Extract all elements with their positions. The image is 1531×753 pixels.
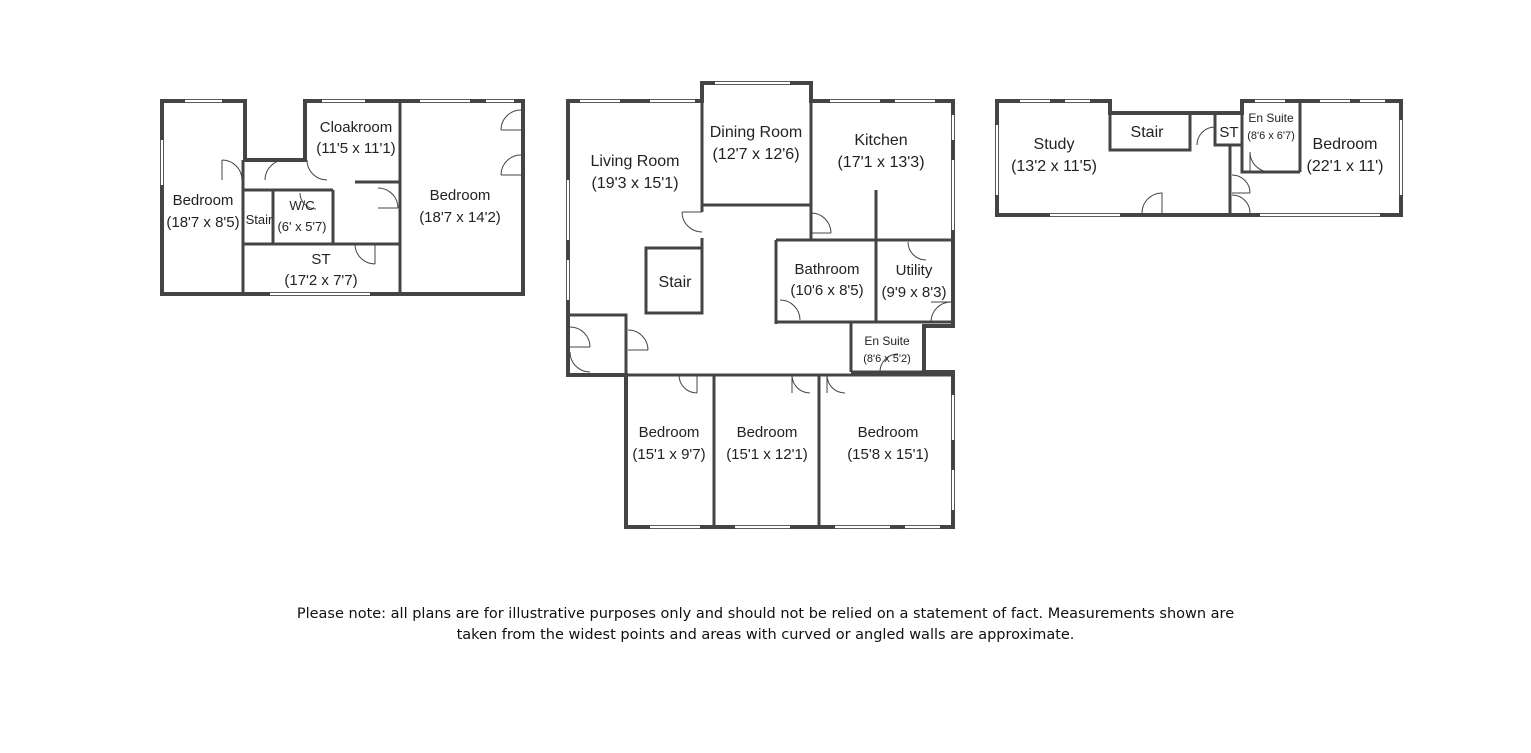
floor-plan-left: Bedroom (18'7 x 8'5) Cloakroom (11'5 x 1… — [160, 99, 525, 296]
room-name-living-room: Living Room — [591, 153, 680, 170]
floor-plan-middle: Living Room (19'3 x 15'1) Dining Room (1… — [566, 81, 955, 529]
room-name-st-right: ST — [1219, 124, 1238, 141]
doors — [569, 211, 952, 394]
room-name-bedroom-1: Bedroom — [639, 424, 700, 441]
room-size-bedroom-2: (15'1 x 12'1) — [726, 446, 808, 463]
internal-walls — [241, 101, 402, 294]
room-name-bedroom-2: Bedroom — [737, 424, 798, 441]
room-name-bedroom-right: Bedroom — [1313, 136, 1378, 153]
room-name-stair-left: Stair — [246, 212, 273, 227]
windows — [160, 99, 514, 296]
room-name-bedroom-east: Bedroom — [430, 187, 491, 204]
room-size-bedroom-3: (15'8 x 15'1) — [847, 446, 929, 463]
floor-plan-right: Study (13'2 x 11'5) Stair ST En Suite (8… — [995, 99, 1403, 217]
room-size-bathroom: (10'6 x 8'5) — [790, 282, 863, 299]
room-name-st-left: ST — [311, 251, 330, 268]
doors — [1141, 126, 1271, 214]
room-size-dining-room: (12'7 x 12'6) — [712, 146, 799, 163]
room-size-bedroom-east: (18'7 x 14'2) — [419, 209, 501, 226]
room-size-en-suite-middle: (8'6 x 5'2) — [863, 353, 911, 365]
room-size-study: (13'2 x 11'5) — [1011, 158, 1097, 175]
room-size-utility: (9'9 x 8'3) — [882, 284, 947, 301]
room-size-cloakroom: (11'5 x 11'1) — [316, 140, 395, 157]
room-size-en-suite-right: (8'6 x 6'7) — [1247, 130, 1295, 142]
room-size-bedroom-right: (22'1 x 11') — [1307, 158, 1384, 175]
room-name-cloakroom: Cloakroom — [320, 119, 393, 136]
disclaimer-note: Please note: all plans are for illustrat… — [0, 604, 1531, 646]
room-name-stair-middle: Stair — [659, 274, 693, 291]
disclaimer-line-2: taken from the widest points and areas w… — [456, 627, 1075, 643]
room-size-wc: (6' x 5'7) — [277, 219, 326, 234]
room-name-en-suite-middle: En Suite — [864, 334, 910, 348]
doors — [221, 109, 522, 265]
room-name-stair-right: Stair — [1131, 124, 1165, 141]
disclaimer-line-1: Please note: all plans are for illustrat… — [296, 606, 1235, 622]
room-name-study: Study — [1034, 136, 1075, 153]
room-name-wc: W/C — [289, 198, 314, 213]
room-name-kitchen: Kitchen — [854, 132, 907, 149]
room-size-st-left: (17'2 x 7'7) — [284, 272, 357, 289]
room-size-kitchen: (17'1 x 13'3) — [837, 154, 924, 171]
room-name-bedroom-3: Bedroom — [858, 424, 919, 441]
floor-plans: Bedroom (18'7 x 8'5) Cloakroom (11'5 x 1… — [160, 81, 1403, 529]
windows — [995, 99, 1403, 217]
room-name-bedroom-west: Bedroom — [173, 192, 234, 209]
room-name-en-suite-right: En Suite — [1248, 111, 1294, 125]
room-name-dining-room: Dining Room — [710, 124, 802, 141]
room-size-living-room: (19'3 x 15'1) — [591, 175, 678, 192]
internal-walls — [568, 101, 953, 527]
windows — [566, 81, 955, 529]
room-name-utility: Utility — [896, 262, 933, 279]
room-name-bathroom: Bathroom — [794, 261, 859, 278]
room-size-bedroom-west: (18'7 x 8'5) — [166, 214, 239, 231]
room-size-bedroom-1: (15'1 x 9'7) — [632, 446, 705, 463]
